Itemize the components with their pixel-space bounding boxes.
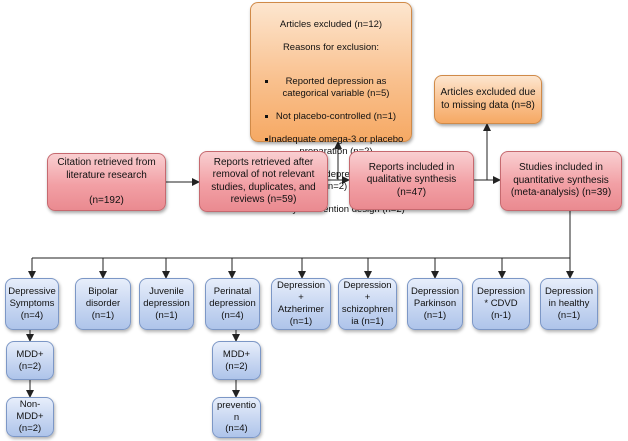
studies-included-box: Studies included in quantitative synthes… (500, 151, 622, 211)
subgroup-bipolar: Bipolar disorder (n=1) (75, 278, 131, 330)
excluded-missing-data-box: Articles excluded due to missing data (n… (434, 75, 542, 124)
exclusion-reason: Not placebo-controlled (n=1) (257, 111, 405, 123)
child-non-mdd: Non- MDD+ (n=2) (6, 397, 54, 437)
citation-box: Citation retrieved from literature resea… (47, 153, 166, 211)
reports-retrieved-box: Reports retrieved after removal of not r… (199, 151, 328, 212)
subgroup-depressive-symptoms: Depressive Symptoms (n=4) (5, 278, 59, 330)
excluded-articles-box: Articles excluded (n=12) Reasons for exc… (250, 2, 412, 215)
exclusion-reasons-header: Reasons for exclusion: (282, 41, 380, 53)
subgroup-perinatal: Perinatal depression (n=4) (205, 278, 260, 330)
subgroup-juvenile: Juvenile depression (n=1) (139, 278, 194, 330)
subgroup-cdvd: Depression * CDVD (n-1) (472, 278, 530, 330)
child-mdd-perinatal: MDD+ (n=2) (212, 341, 261, 380)
excluded-count: Articles excluded (n=12) (279, 18, 383, 30)
subgroup-healthy: Depression in healthy (n=1) (540, 278, 598, 330)
exclusion-reason: Reported depression as categorical varia… (257, 76, 405, 99)
subgroup-schizophrenia: Depression + schizophren ia (n=1) (338, 278, 397, 330)
subgroup-parkinson: Depression Parkinson (n=1) (407, 278, 463, 330)
reports-included-box: Reports included in qualitative synthesi… (349, 151, 474, 210)
child-mdd-depressive: MDD+ (n=2) (6, 341, 54, 380)
subgroup-alzheimer: Depression + Atzherimer (n=1) (271, 278, 331, 330)
child-prevention: preventio n (n=4) (212, 397, 261, 438)
